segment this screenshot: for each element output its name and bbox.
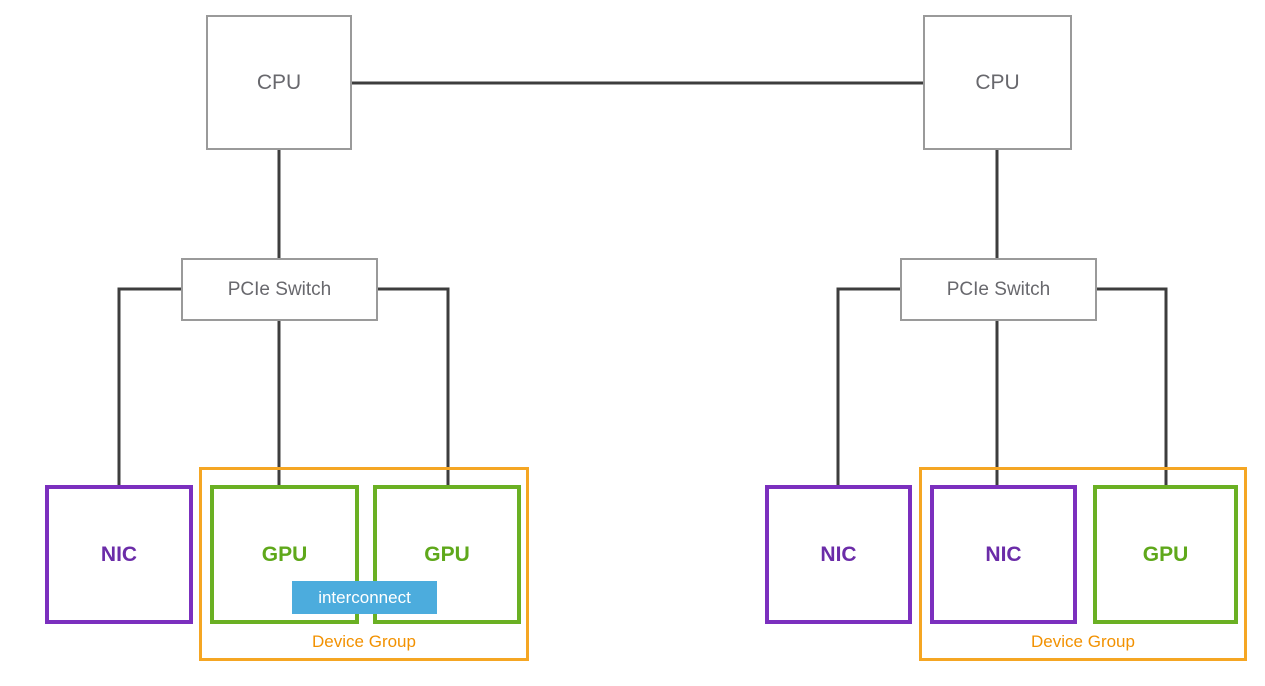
right-gpu-label: GPU <box>1142 542 1189 566</box>
right-inner-nic-node[interactable]: NIC <box>930 485 1077 624</box>
gpu-interconnect-label: interconnect <box>318 587 411 607</box>
right-gpu-node[interactable]: GPU <box>1093 485 1238 624</box>
left-gpu-a-label: GPU <box>261 542 308 566</box>
left-pcie-switch-node[interactable]: PCIe Switch <box>181 258 378 321</box>
left-device-group-label: Device Group <box>312 632 416 651</box>
left-pcie-switch-label: PCIe Switch <box>227 278 332 300</box>
wire-right-switch-to-gpu <box>1097 287 1168 487</box>
left-gpu-b-node[interactable]: GPU <box>373 485 521 624</box>
wire-left-switch-to-gpu-b <box>378 287 450 487</box>
right-device-group[interactable] <box>919 467 1247 661</box>
wire-right-switch-to-nic-outer <box>836 287 900 487</box>
left-cpu-label: CPU <box>256 70 302 94</box>
left-cpu-node[interactable]: CPU <box>206 15 352 150</box>
gpu-interconnect-badge[interactable]: interconnect <box>292 581 437 614</box>
right-outer-nic-node[interactable]: NIC <box>765 485 912 624</box>
right-pcie-switch-label: PCIe Switch <box>946 278 1051 300</box>
left-device-group[interactable] <box>199 467 529 661</box>
left-nic-node[interactable]: NIC <box>45 485 193 624</box>
right-pcie-switch-node[interactable]: PCIe Switch <box>900 258 1097 321</box>
right-inner-nic-label: NIC <box>985 542 1022 566</box>
wire-left-switch-to-nic <box>117 287 181 487</box>
left-gpu-b-label: GPU <box>424 542 470 566</box>
right-outer-nic-label: NIC <box>820 542 857 566</box>
right-cpu-label: CPU <box>975 70 1020 94</box>
right-device-group-label: Device Group <box>1031 632 1135 651</box>
left-nic-label: NIC <box>100 542 138 566</box>
right-cpu-node[interactable]: CPU <box>923 15 1072 150</box>
